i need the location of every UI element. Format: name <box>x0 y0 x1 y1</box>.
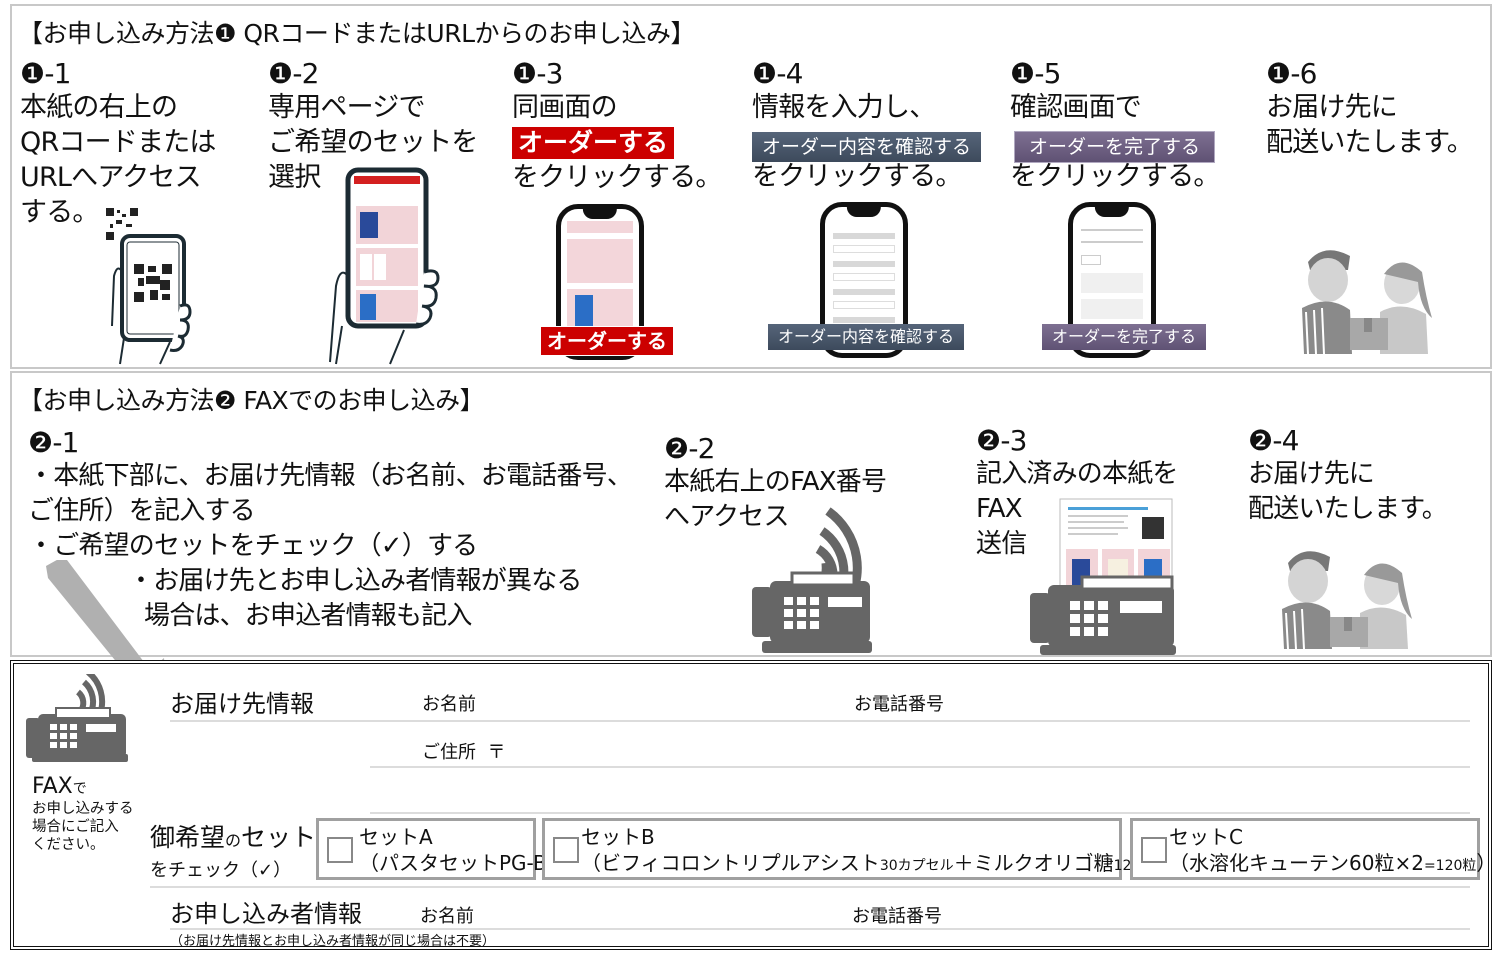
step-text-line: する。 <box>20 197 99 228</box>
step-text-line: FAX <box>976 494 1023 524</box>
phone-confirm-order-button[interactable]: オーダー内容を確認する <box>768 324 965 350</box>
step-text-line: 選択 <box>268 162 321 193</box>
set-a-checkbox[interactable] <box>327 837 353 863</box>
step-text-line: 同画面の <box>512 92 618 123</box>
step-number-badge: ❶ <box>20 57 45 90</box>
applicant-note: （お届け先情報とお申し込み者情報が同じ場合は不要） <box>170 934 496 949</box>
complete-order-button[interactable]: オーダーを完了する <box>1014 131 1216 163</box>
step-number-badge: ❷ <box>664 432 689 465</box>
step-text-line: 情報を入力し、 <box>752 92 936 123</box>
applicant-phone-label: お電話番号 <box>852 906 942 927</box>
method1-title: 【お申し込み方法❶ QRコードまたはURLからのお申し込み】 <box>18 19 696 48</box>
step-text-line: お届け先に <box>1266 92 1398 123</box>
step-1-5: ❶-5 確認画面で オーダーを完了する をクリックする。 <box>1010 57 1220 193</box>
applicant-line[interactable] <box>170 928 1470 930</box>
step-text-line: ご希望のセットを <box>268 127 478 158</box>
sets-divider <box>150 886 1470 888</box>
step-number-badge: ❶ <box>268 57 293 90</box>
step-number-badge: ❷ <box>1248 424 1273 457</box>
step-1-2: ❶-2 専用ページで ご希望のセットを 選択 <box>268 57 478 194</box>
set-a-option[interactable]: セットA （パスタセットPG-B） <box>316 818 567 880</box>
step-text-line: 場合は、お申込者情報も記入 <box>144 601 472 631</box>
step-text-line: ご住所）を記入する <box>28 496 256 526</box>
method2-panel: 【お申し込み方法❷ FAXでのお申し込み】 ❷-1 ・本紙下部に、お届け先情報（… <box>10 371 1492 657</box>
step-1-3: ❶-3 同画面の オーダーする をクリックする。 <box>512 57 722 193</box>
step-number-badge: ❷ <box>28 426 53 459</box>
set-b-detail: （ビフィコロントリプルアシスト30カプセル＋ミルクオリゴ糖120粒） <box>581 851 1174 875</box>
fax-icon <box>26 674 128 762</box>
step-text-line: ・本紙下部に、お届け先情報（お名前、お電話番号、 <box>28 461 633 491</box>
step-1-4: ❶-4 情報を入力し、 オーダー内容を確認する をクリックする。 <box>752 57 982 194</box>
step-text-line: 確認画面で <box>1010 92 1142 123</box>
sets-heading: 御希望のセット <box>150 823 317 852</box>
step-text-line: をクリックする。 <box>1010 161 1220 192</box>
delivery-address-label: ご住所 〒 <box>422 742 506 763</box>
set-b-checkbox[interactable] <box>553 837 579 863</box>
method1-panel: 【お申し込み方法❶ QRコードまたはURLからのお申し込み】 ❶-1 本紙の右上… <box>10 4 1492 369</box>
step-1-6: ❶-6 お届け先に 配送いたします。 <box>1266 57 1474 159</box>
step-text-line: をクリックする。 <box>512 162 722 193</box>
step-text-line: 記入済みの本紙を <box>976 459 1178 489</box>
sets-subheading: をチェック（✓） <box>150 860 292 881</box>
delivery-address-line-2[interactable] <box>370 812 1470 814</box>
fax-side-note: FAXで お申し込みする 場合にご記入 ください。 <box>32 774 134 853</box>
set-a-detail: （パスタセットPG-B） <box>359 851 567 875</box>
delivery-people-icon <box>1282 551 1412 649</box>
step-number-badge: ❷ <box>976 424 1001 457</box>
set-c-checkbox[interactable] <box>1141 837 1167 863</box>
step-text-line: 専用ページで <box>268 92 425 123</box>
fax-machine-icon <box>752 507 872 653</box>
delivery-address-line-1[interactable] <box>370 766 1470 768</box>
step-text-line: 配送いたします。 <box>1266 127 1474 158</box>
step-2-4: ❷-4 お届け先に 配送いたします。 <box>1248 424 1448 527</box>
set-c-detail: （水溶化キューテン60粒×2=120粒） <box>1169 851 1497 875</box>
hand-phone-page-icon <box>329 167 440 365</box>
step-text-line: へアクセス <box>664 502 790 532</box>
set-b-option[interactable]: セットB （ビフィコロントリプルアシスト30カプセル＋ミルクオリゴ糖120粒） <box>542 818 1174 880</box>
phone-order-button[interactable]: オーダーする <box>540 326 674 356</box>
fax-order-form: FAXで お申し込みする 場合にご記入 ください。 お届け先情報 お名前 お電話… <box>10 660 1496 950</box>
step-text-line: 本紙右上のFAX番号 <box>664 467 887 497</box>
step-number-badge: ❶ <box>1010 57 1035 90</box>
step-text-line: 配送いたします。 <box>1248 494 1448 524</box>
confirm-order-button[interactable]: オーダー内容を確認する <box>752 132 982 162</box>
step-text-line: ・ご希望のセットをチェック（✓）する <box>28 531 478 561</box>
step-number-badge: ❶ <box>1266 57 1291 90</box>
step-text-line: 本紙の右上の <box>20 92 178 123</box>
applicant-info-heading: お申し込み者情報 <box>170 900 362 928</box>
order-button[interactable]: オーダーする <box>512 127 675 159</box>
delivery-name-label: お名前 <box>422 694 476 715</box>
step-text-line: お届け先に <box>1248 459 1375 489</box>
step-text-line: をクリックする。 <box>752 161 962 192</box>
step-1-1: ❶-1 本紙の右上の QRコードまたは URLへアクセス する。 <box>20 57 216 229</box>
step-2-3: ❷-3 記入済みの本紙を FAX 送信 <box>976 425 1178 562</box>
step-text-line: ・お届け先とお申し込み者情報が異なる <box>128 566 582 596</box>
step-number-badge: ❶ <box>752 57 777 90</box>
fax-sending-paper-icon <box>1030 498 1176 655</box>
set-a-name: セットA <box>359 825 433 849</box>
delivery-info-heading: お届け先情報 <box>170 690 314 718</box>
phone-complete-order-button[interactable]: オーダーを完了する <box>1042 324 1207 350</box>
hand-phone-qr-icon <box>106 208 192 365</box>
step-2-2: ❷-2 本紙右上のFAX番号 へアクセス <box>664 432 887 535</box>
delivery-name-line[interactable] <box>170 720 1470 722</box>
step-text-line: QRコードまたは <box>20 127 216 158</box>
method2-title: 【お申し込み方法❷ FAXでのお申し込み】 <box>18 386 485 415</box>
step-text-line: URLへアクセス <box>20 162 202 193</box>
set-c-option[interactable]: セットC （水溶化キューテン60粒×2=120粒） <box>1130 818 1496 880</box>
set-c-name: セットC <box>1169 825 1243 849</box>
step-text-line: 送信 <box>976 529 1027 559</box>
delivery-phone-label: お電話番号 <box>854 694 944 715</box>
step-number-badge: ❶ <box>512 57 537 90</box>
applicant-name-label: お名前 <box>420 906 474 927</box>
set-b-name: セットB <box>581 825 655 849</box>
delivery-people-icon <box>1302 250 1432 354</box>
step-2-1: ❷-1 ・本紙下部に、お届け先情報（お名前、お電話番号、 ご住所）を記入する ・… <box>28 426 633 634</box>
postal-mark: 〒 <box>487 742 506 763</box>
